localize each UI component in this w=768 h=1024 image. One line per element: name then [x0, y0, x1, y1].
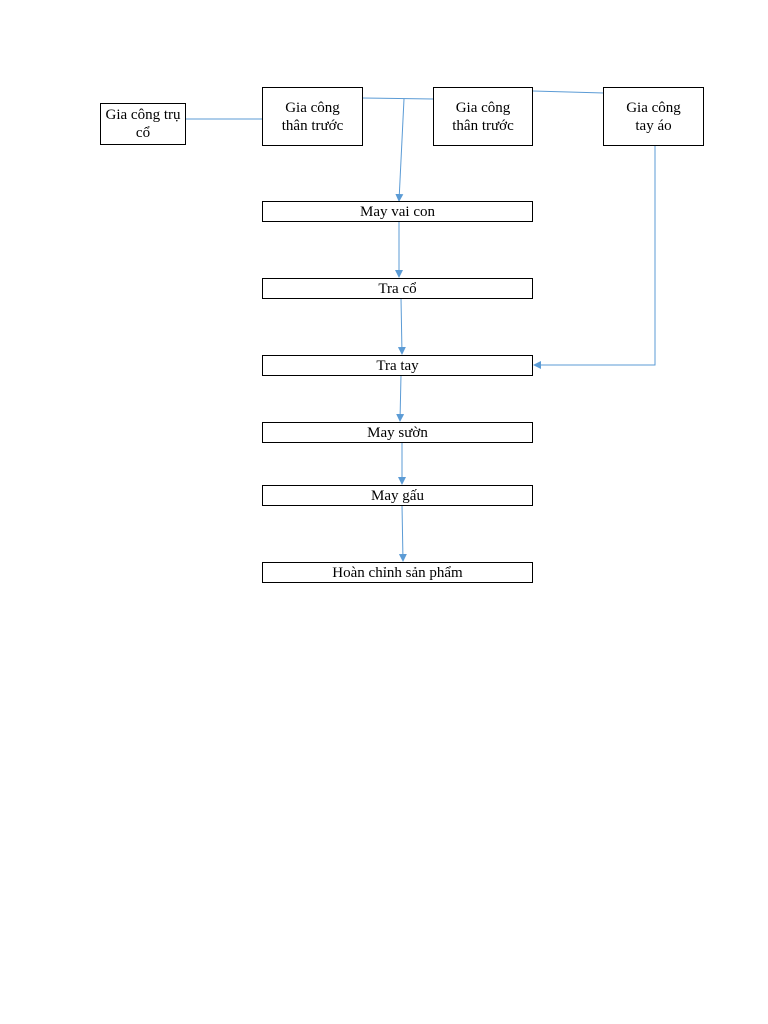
step-attach-sleeve: Tra tay	[262, 355, 533, 376]
step-side-seam: May sườn	[262, 422, 533, 443]
step-attach-sleeve-label: Tra tay	[376, 357, 419, 374]
box-collar-processing-line2: cổ	[135, 125, 151, 141]
step-side-seam-label: May sườn	[367, 424, 428, 441]
box-front-body-a: Gia công thân trước	[262, 87, 363, 146]
box-front-body-b: Gia công thân trước	[433, 87, 533, 146]
box-front-body-a-line1: Gia công	[285, 99, 340, 116]
arrow-sleeve-to-attach-sleeve	[533, 145, 656, 369]
step-attach-collar: Tra cổ	[262, 278, 533, 299]
step-finish-product: Hoàn chỉnh sản phẩm	[262, 562, 533, 583]
box-collar-processing-line1: Gia công trụ	[105, 107, 181, 123]
arrow-to-finish	[398, 504, 407, 562]
step-hem: May gấu	[262, 485, 533, 506]
arrow-to-side-seam	[396, 374, 405, 422]
box-front-body-b-line2: thân trước	[452, 117, 514, 134]
box-sleeve-processing-line1: Gia công	[626, 99, 681, 116]
connector-front-a-to-front-b	[361, 97, 434, 100]
arrow-to-shoulder	[395, 98, 405, 202]
step-shoulder-seam-label: May vai con	[360, 203, 435, 220]
step-finish-product-label: Hoàn chỉnh sản phẩm	[332, 564, 463, 581]
box-sleeve-processing: Gia công tay áo	[603, 87, 704, 146]
box-sleeve-processing-line2: tay áo	[635, 117, 672, 134]
box-front-body-a-line2: thân trước	[281, 117, 344, 134]
step-hem-label: May gấu	[371, 487, 424, 504]
step-attach-collar-label: Tra cổ	[378, 280, 417, 297]
connector-front-b-to-sleeve	[532, 90, 605, 94]
box-collar-processing: Gia công trụ cổ	[100, 103, 186, 145]
box-front-body-b-line1: Gia công	[455, 99, 511, 116]
arrow-to-attach-sleeve	[397, 297, 406, 355]
step-shoulder-seam: May vai con	[262, 201, 533, 222]
